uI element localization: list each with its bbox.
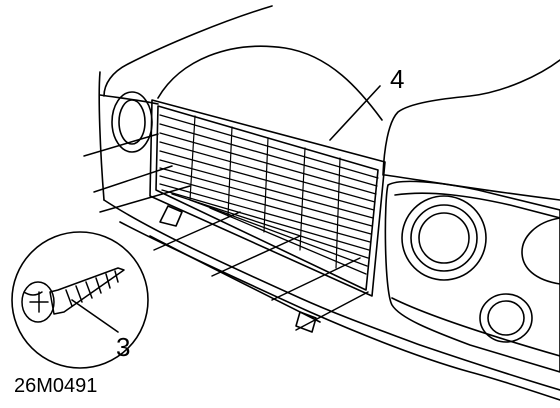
screw-leader-line bbox=[71, 299, 119, 333]
grille-surround bbox=[149, 99, 386, 297]
indicator-lamp bbox=[479, 293, 533, 343]
callout-label-screw: 3 bbox=[116, 332, 130, 362]
outer-lamp bbox=[521, 217, 560, 285]
screw-detail-circle bbox=[11, 231, 149, 369]
front-valance bbox=[103, 199, 560, 401]
grille-dividers bbox=[189, 115, 341, 269]
right-wing-edge bbox=[384, 174, 560, 201]
grille-slats bbox=[159, 114, 379, 275]
bonnet-outline bbox=[103, 5, 273, 97]
right-headlamp bbox=[401, 195, 487, 281]
callout-label-grille: 4 bbox=[390, 64, 404, 94]
screw-position-lines bbox=[83, 133, 369, 331]
bonnet-front-edge bbox=[157, 45, 383, 121]
bonnet-right-edge bbox=[382, 59, 560, 176]
figure-reference-code: 26M0491 bbox=[14, 375, 97, 397]
screw-icon bbox=[21, 267, 125, 323]
left-wing-edge bbox=[98, 71, 105, 201]
right-headlamp-bezel bbox=[384, 180, 560, 373]
grille-leader-line bbox=[329, 85, 381, 141]
